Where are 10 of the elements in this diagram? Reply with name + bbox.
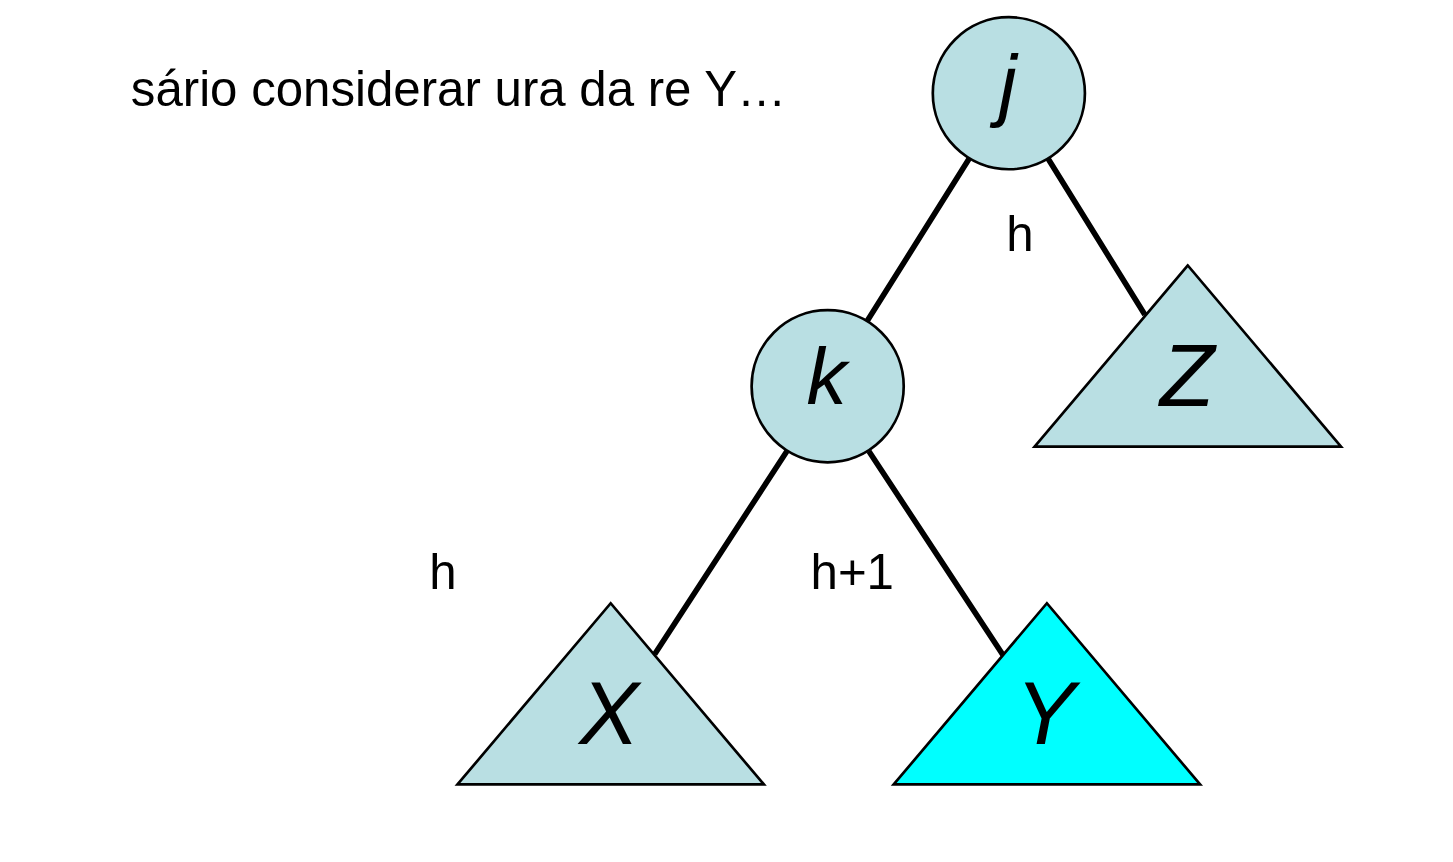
node-circle: j bbox=[930, 15, 1086, 171]
connector bbox=[866, 449, 1005, 657]
node-circle: k bbox=[749, 308, 905, 464]
label: sário considerar ura da re Y… bbox=[130, 60, 786, 116]
node-label: h+1 bbox=[810, 543, 894, 599]
node-label: h bbox=[1005, 206, 1034, 262]
connector bbox=[864, 157, 971, 323]
connector bbox=[651, 449, 789, 656]
connector bbox=[1045, 157, 1147, 317]
node-label: h bbox=[428, 543, 457, 599]
